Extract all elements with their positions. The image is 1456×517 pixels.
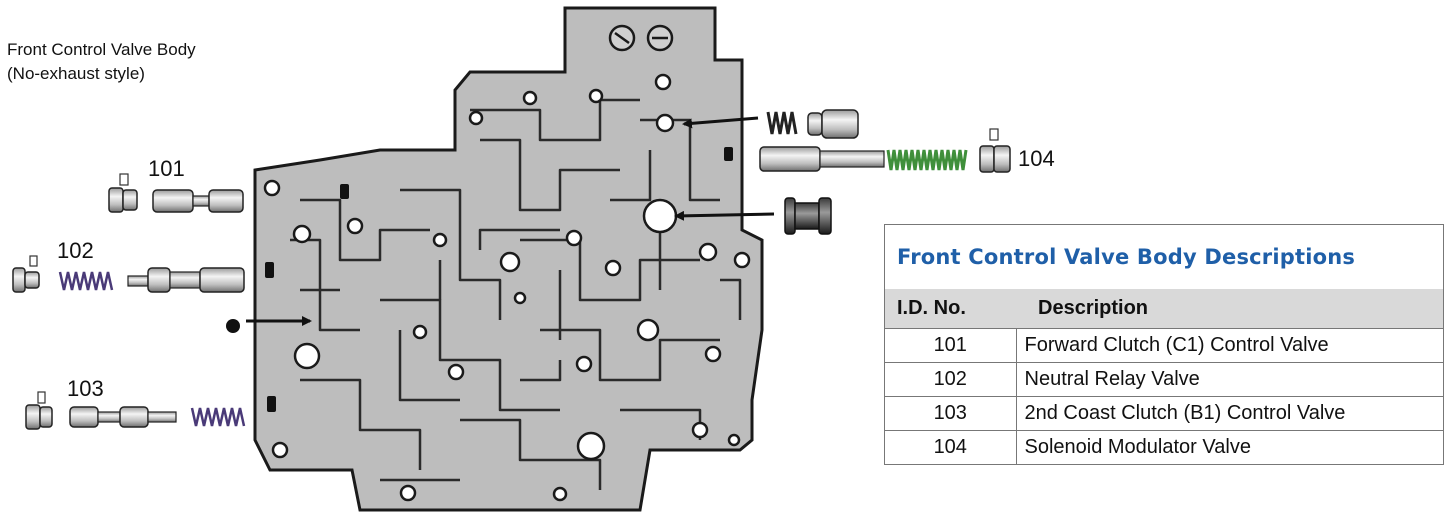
row-description: Solenoid Modulator Valve (1015, 430, 1444, 465)
check-ball (226, 319, 240, 333)
column-header-id: I.D. No. (884, 289, 1016, 329)
part-103-valve (25, 391, 246, 430)
caption-line-1: Front Control Valve Body (7, 40, 196, 59)
caption-line-2: (No-exhaust style) (7, 64, 145, 83)
part-104-valve (759, 128, 1011, 173)
descriptions-table: Front Control Valve Body Descriptions I.… (884, 224, 1444, 465)
part-label-101: 101 (148, 156, 185, 181)
row-description: Neutral Relay Valve (1015, 362, 1444, 397)
part-label-104: 104 (1018, 146, 1055, 171)
part-102-valve (12, 255, 245, 293)
plate-screws (608, 24, 674, 52)
table-row: 101 Forward Clutch (C1) Control Valve (884, 328, 1444, 363)
table-title: Front Control Valve Body Descriptions (884, 224, 1444, 289)
top-right-spring-plug (766, 109, 859, 139)
part-label-103: 103 (67, 376, 104, 401)
row-id: 104 (884, 430, 1017, 465)
column-header-description: Description (1016, 289, 1444, 329)
plate-plugs (265, 147, 733, 412)
row-description: 2nd Coast Clutch (B1) Control Valve (1015, 396, 1444, 431)
table-row: 102 Neutral Relay Valve (884, 362, 1444, 397)
part-101-valve (108, 173, 244, 213)
insertion-arrows (246, 116, 775, 326)
diagram-caption: Front Control Valve Body (No-exhaust sty… (7, 38, 196, 86)
row-id: 101 (884, 328, 1017, 363)
row-description: Forward Clutch (C1) Control Valve (1015, 328, 1444, 363)
dark-plug (784, 197, 832, 235)
table-row: 103 2nd Coast Clutch (B1) Control Valve (884, 396, 1444, 431)
table-row: 104 Solenoid Modulator Valve (884, 430, 1444, 465)
row-id: 103 (884, 396, 1017, 431)
row-id: 102 (884, 362, 1017, 397)
bolt-holes (263, 73, 751, 502)
part-label-102: 102 (57, 238, 94, 263)
